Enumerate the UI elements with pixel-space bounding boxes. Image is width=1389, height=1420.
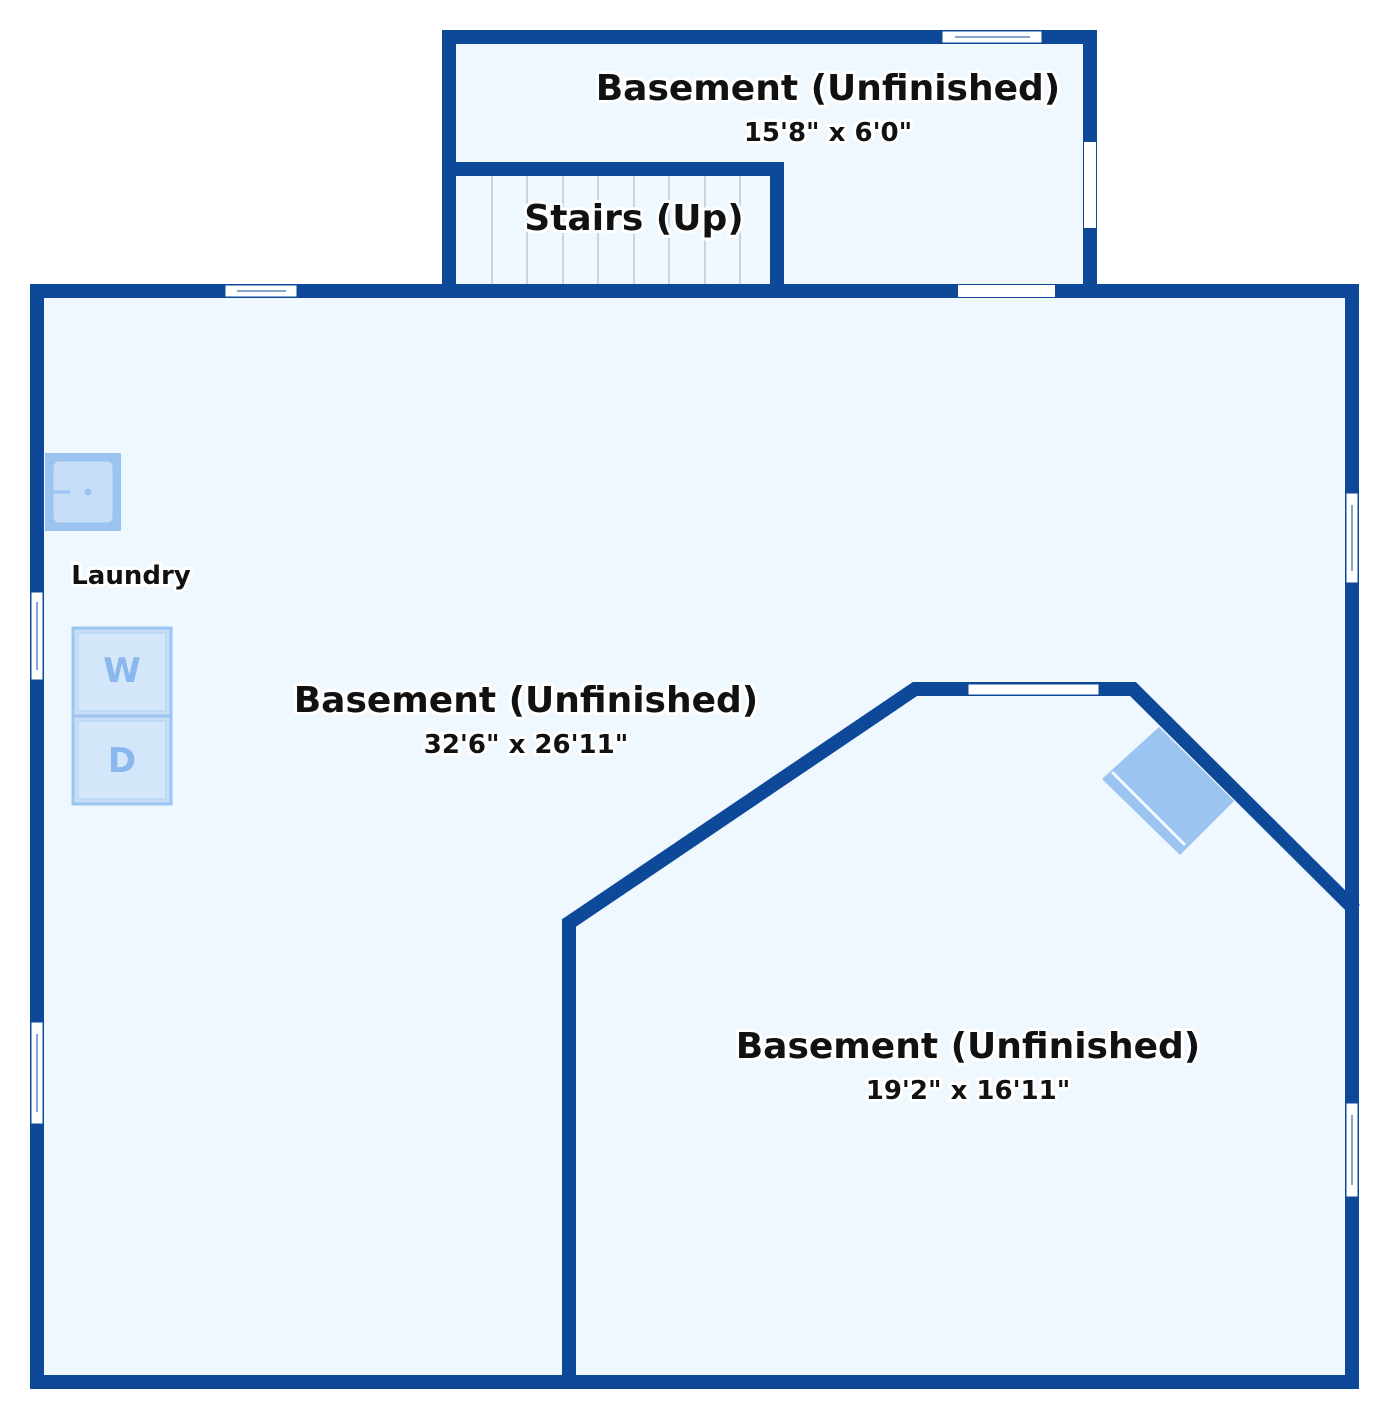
main-basement-dims: 32'6" x 26'11" (424, 730, 629, 760)
opening-main-top-right (958, 285, 1055, 297)
windows (30, 30, 1359, 1198)
window-right-upper (1345, 492, 1359, 584)
corner-basement-dims: 19'2" x 16'11" (866, 1076, 1071, 1106)
laundry-name: Laundry (71, 561, 191, 591)
window-right-lower (1345, 1102, 1359, 1198)
dryer-label: D (108, 741, 136, 781)
washer-icon: W (71, 626, 173, 718)
fixtures: W D (45, 453, 1234, 855)
water-heater-icon (1102, 727, 1234, 855)
window-left-upper (30, 591, 44, 681)
dryer-icon: D (71, 714, 173, 806)
stairs-name: Stairs (Up) (524, 198, 743, 239)
stair-wall (442, 162, 784, 298)
window-left-lower (30, 1021, 44, 1125)
room-labels: Basement (Unfinished) 15'8" x 6'0" Stair… (68, 65, 1203, 1109)
exterior-wall-main (30, 284, 1359, 1389)
corner-basement-name: Basement (Unfinished) (736, 1026, 1201, 1067)
sink-icon (45, 453, 121, 531)
top-basement-name: Basement (Unfinished) (596, 68, 1061, 109)
interior-wall-corner-room (562, 682, 1360, 1389)
window-main-top-left (224, 284, 298, 298)
window-top-wing-top (941, 30, 1043, 44)
washer-label: W (103, 651, 141, 691)
top-basement-dims: 15'8" x 6'0" (744, 118, 912, 148)
main-basement-name: Basement (Unfinished) (294, 680, 759, 721)
opening-corner-room-top (967, 683, 1100, 696)
stair-treads (491, 176, 741, 286)
opening-top-wing-right (1084, 142, 1096, 228)
